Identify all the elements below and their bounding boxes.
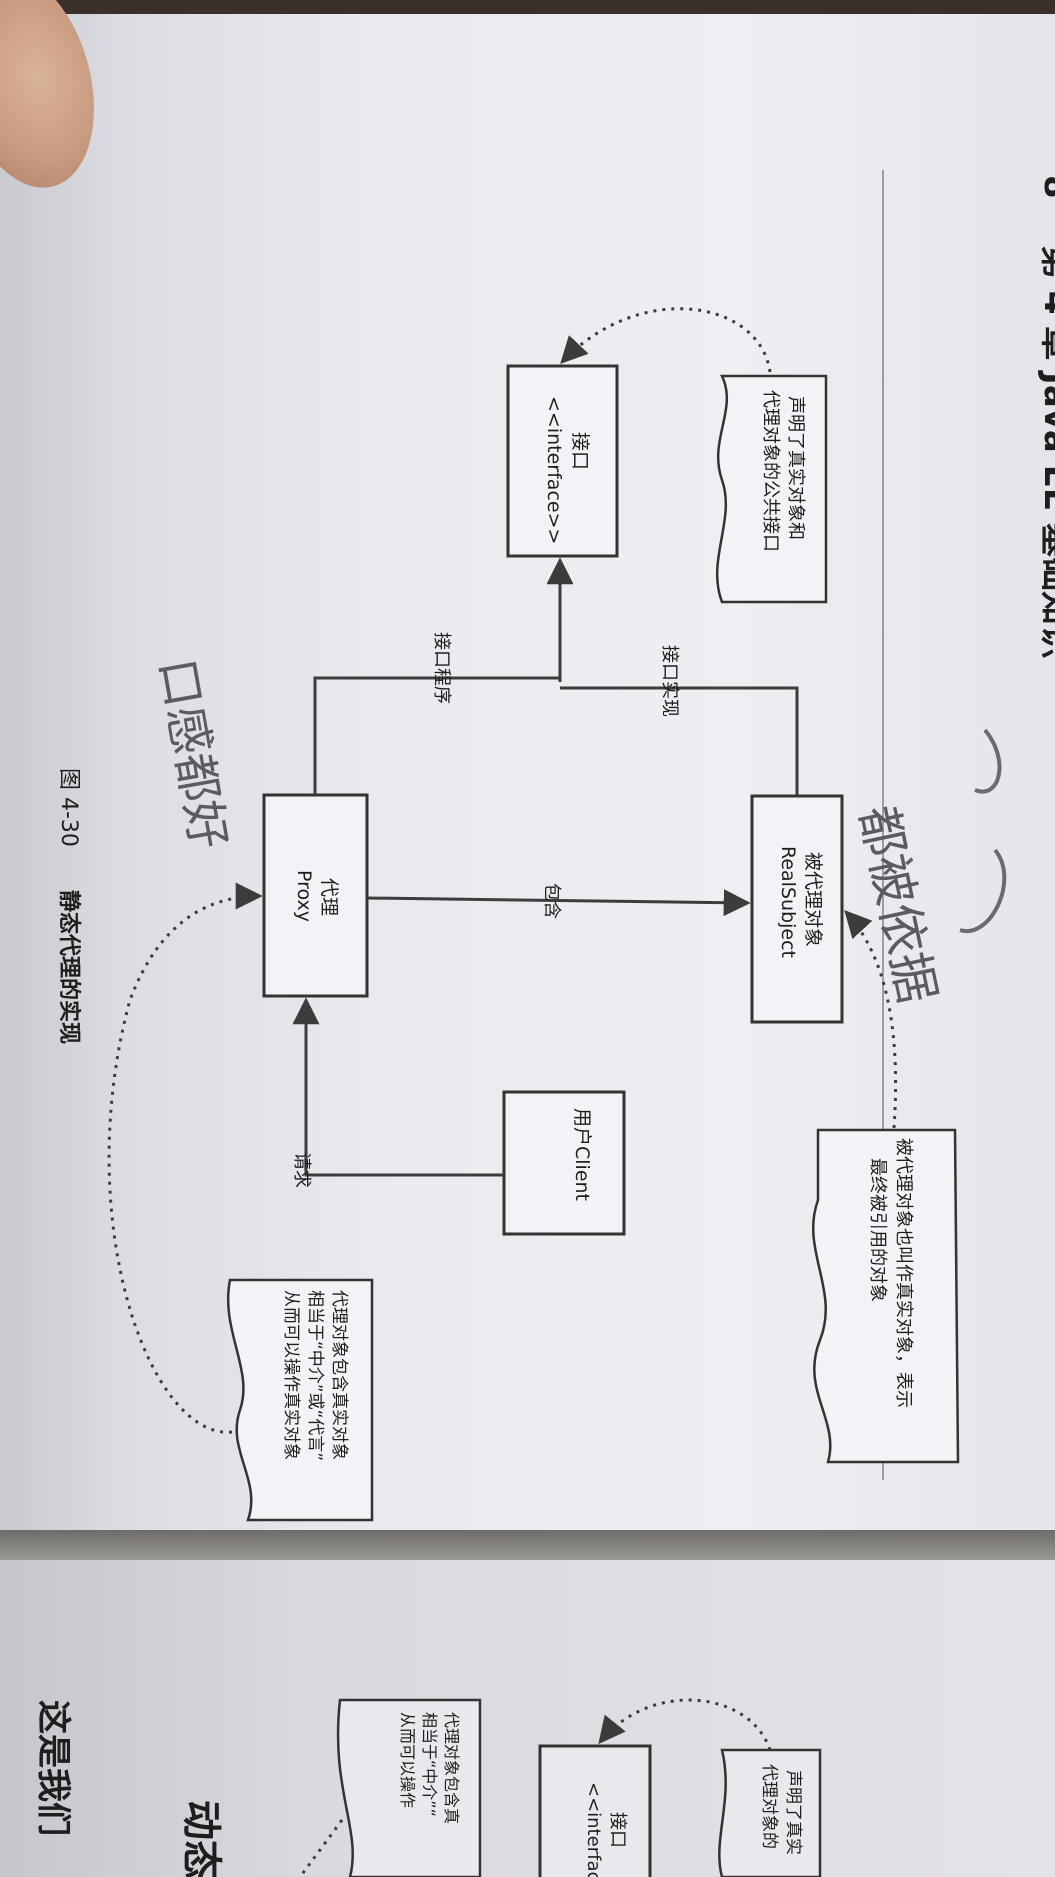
- interface-node: [506, 364, 619, 558]
- proxy-label: 代理: [318, 878, 340, 916]
- next-page-proxy-connector: [298, 1819, 344, 1877]
- handwriting-2: 都被依据: [848, 800, 946, 1008]
- interface-stereotype: <<interface>>: [543, 396, 565, 544]
- real-subject-note-line2: 最终被引用的对象: [867, 1158, 888, 1302]
- next-book-page: [0, 1560, 1055, 1877]
- next-page-interface-note-shape: [718, 1748, 822, 1877]
- contains-label: 包含: [541, 883, 562, 919]
- next-page-text-fragment: 这是我们: [33, 1700, 73, 1836]
- figure-caption-title: 静态代理的实现: [56, 890, 82, 1044]
- next-page-interface-connector: [598, 1698, 772, 1751]
- real-subject-note-line1: 被代理对象也叫作真实对象，表示: [893, 1138, 914, 1408]
- client-node: [502, 1090, 626, 1236]
- real-subject-note-shape: [812, 1128, 960, 1464]
- next-page-interface-label: 接口: [607, 1812, 628, 1848]
- handwriting-scribble: [959, 728, 1007, 934]
- handwriting-1: 口感都好: [148, 654, 236, 853]
- proxy-note-line1: 代理对象包含真实对象: [329, 1290, 349, 1460]
- page-gap-shadow: [0, 1530, 1055, 1560]
- proxy-node: [262, 793, 369, 998]
- interface-note-shape: [715, 374, 828, 604]
- next-page-interface-stereotype: <<interfac: [583, 1782, 604, 1877]
- proxy-class: Proxy: [293, 870, 315, 922]
- implements-label: 接口实现: [659, 645, 680, 717]
- proxy-note-line3: 从而可以操作真实对象: [281, 1290, 301, 1460]
- next-page-interface-note-line1: 声明了真实: [783, 1770, 803, 1855]
- implements-edge-real: [560, 686, 799, 796]
- proxy-note-connector: [107, 882, 263, 1434]
- next-page-heading-fragment: 动态: [178, 1800, 224, 1877]
- next-page-interface-node: [538, 1744, 652, 1877]
- running-title: 第 4 章 Java EE 基础知识: [1036, 245, 1055, 659]
- interface-note-line1: 声明了真实对象和: [785, 396, 806, 540]
- request-label: 请求: [291, 1152, 312, 1188]
- real-subject-label: 被代理对象: [802, 852, 824, 947]
- contains-edge: [366, 889, 751, 917]
- top-edge: [0, 0, 1055, 14]
- figure-caption-number: 图 4-30: [56, 768, 81, 847]
- real-subject-class: RealSubject: [777, 846, 799, 958]
- request-edge: [292, 997, 504, 1177]
- proxy-note-shape: [226, 1278, 374, 1522]
- interface-program-label: 接口程序: [431, 632, 452, 704]
- client-label: 用户Client: [571, 1108, 593, 1201]
- proxy-note-line2: 相当于“中介”或“代言”: [305, 1290, 325, 1461]
- interface-note-connector: [560, 307, 772, 373]
- interface-note-line2: 代理对象的公共接口: [760, 390, 781, 552]
- next-page-proxy-note-line2: 相当于“中介”“: [420, 1712, 439, 1817]
- implements-edge-proxy: [313, 676, 560, 795]
- next-page-proxy-note-line1: 代理对象包含真: [442, 1712, 461, 1824]
- next-page-interface-note-line2: 代理对象的: [759, 1764, 779, 1849]
- page-number-fragment: 8: [1036, 175, 1055, 199]
- next-page-proxy-note-line3: 从而可以操作: [398, 1712, 417, 1808]
- interface-label: 接口: [569, 432, 591, 470]
